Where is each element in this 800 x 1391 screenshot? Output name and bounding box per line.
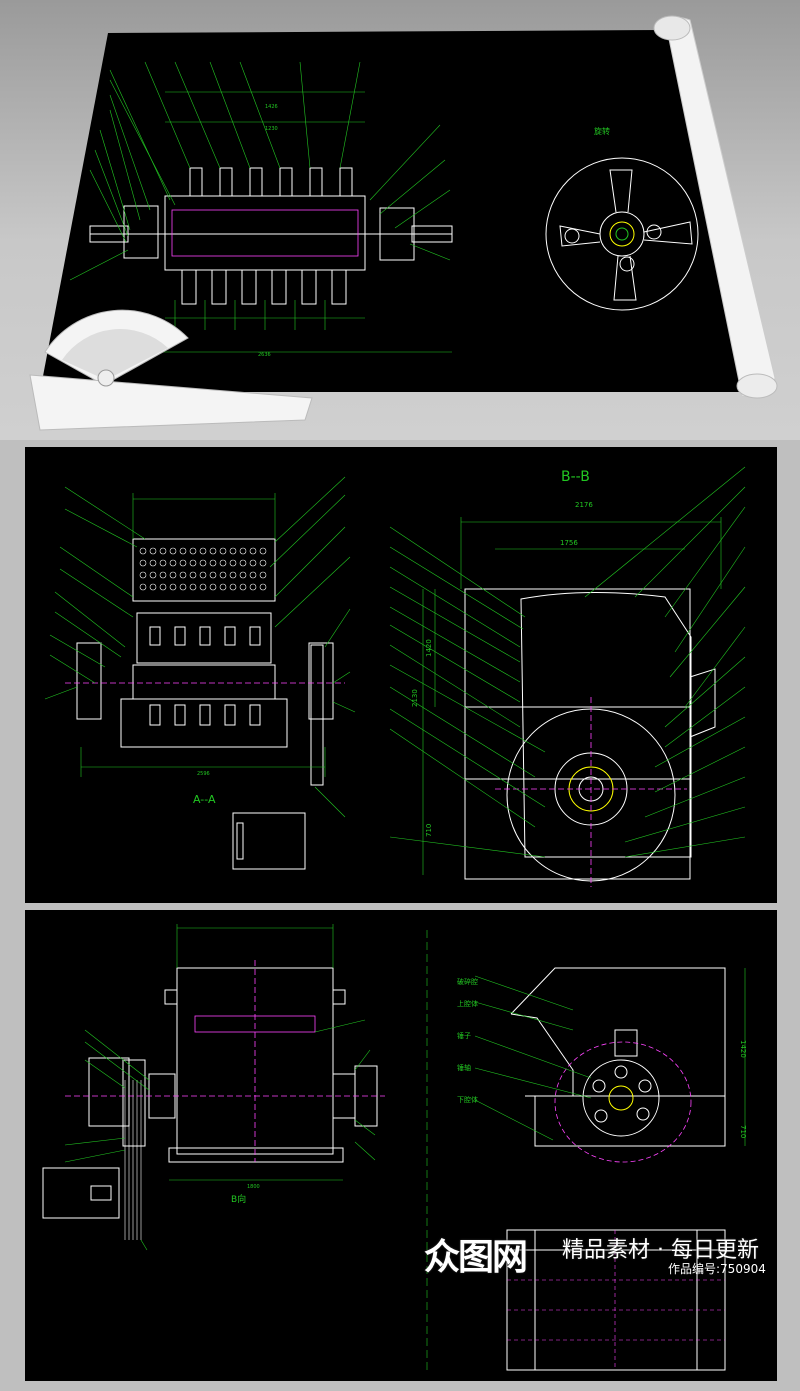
dim-label: 2130	[411, 689, 419, 707]
dim-label: 710	[739, 1125, 747, 1138]
part-label: 上腔体	[457, 999, 478, 1008]
dim-label: 1800	[247, 1184, 260, 1190]
watermark-slogan: 精品素材 · 每日更新	[562, 1238, 759, 1263]
watermark-logo: 众图网	[424, 1237, 528, 1278]
detail-label: 旋转	[594, 126, 610, 136]
dim-label: 710	[425, 824, 433, 837]
section-aa-title: A--A	[193, 793, 216, 806]
part-label: 锤子	[457, 1031, 471, 1040]
dim-label: 1420	[425, 639, 433, 657]
dim-label: 2636	[258, 352, 271, 358]
view-b-title: B向	[231, 1193, 246, 1205]
drawing-panel-sections: A--A 2596 B--B 2176 1756 2130 1420 710	[25, 447, 777, 903]
dim-label: 1420	[739, 1040, 747, 1058]
part-label: 下腔体	[457, 1095, 478, 1104]
part-label: 锤轴	[457, 1063, 471, 1072]
blueprint-sheet-illustration: 1426 1230 2636 旋转	[29, 15, 778, 431]
watermark-code: 作品编号:750904	[668, 1260, 766, 1277]
dim-label: 1756	[560, 539, 578, 547]
watermark: 众图网 精品素材 · 每日更新 作品编号:750904	[424, 1222, 800, 1282]
drawing-panel-views: B向 1800 破碎腔 上腔体 锤子 锤轴 下腔体 1420 710	[25, 910, 777, 1381]
dim-label: 2176	[575, 501, 593, 509]
view-drawings: B向 1800 破碎腔 上腔体 锤子 锤轴 下腔体 1420 710	[42, 924, 747, 1371]
part-label: 破碎腔	[457, 977, 478, 986]
watermark-code-value: 750904	[720, 1262, 766, 1276]
dim-label: 1426	[265, 104, 278, 110]
dim-label: 1230	[265, 126, 278, 132]
watermark-code-label: 作品编号:	[668, 1262, 721, 1276]
dim-label: 2596	[197, 771, 210, 777]
section-drawings: A--A 2596 B--B 2176 1756 2130 1420 710	[44, 466, 746, 887]
section-bb-title: B--B	[561, 469, 590, 485]
